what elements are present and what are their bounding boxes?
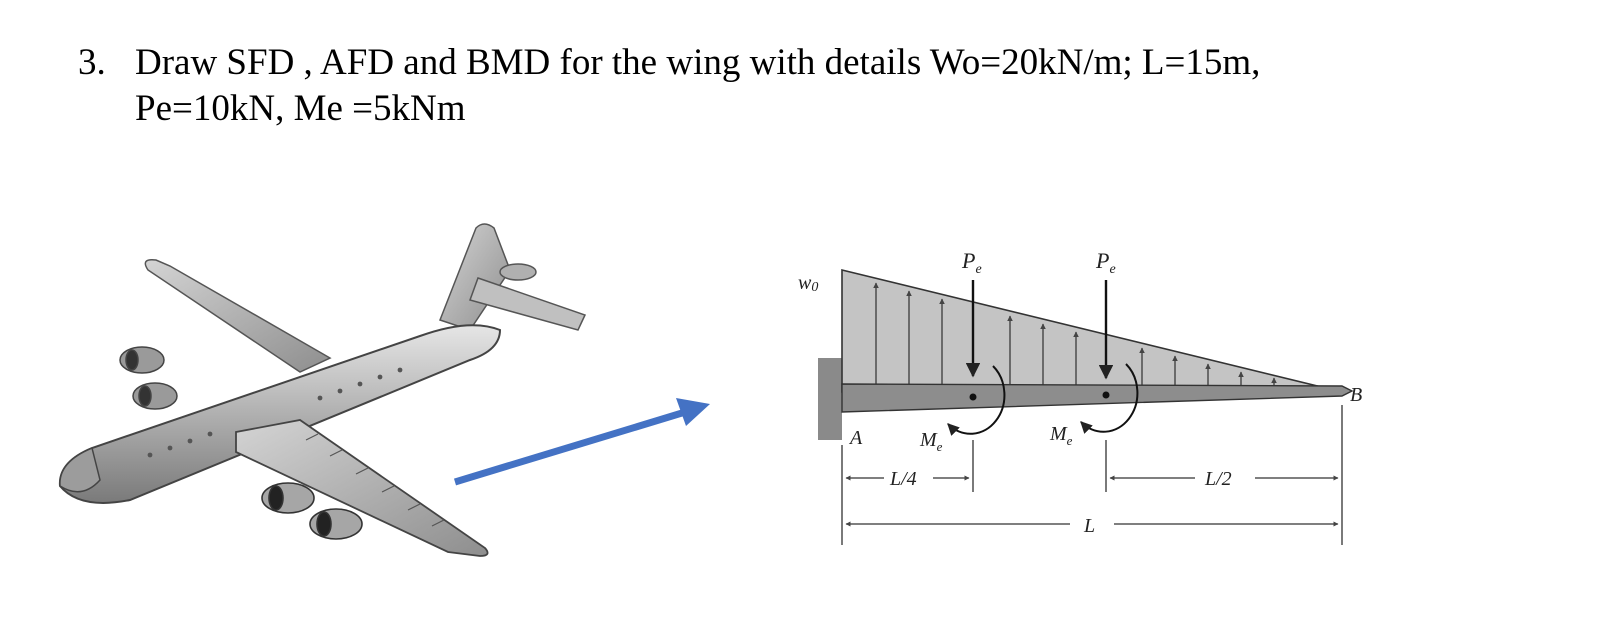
moment-label-2: Me bbox=[1049, 423, 1073, 448]
airplane-tail-fin bbox=[439, 223, 511, 331]
point-b-label: B bbox=[1350, 384, 1362, 406]
airplane-horizontal-tail bbox=[469, 277, 587, 331]
dim-quarter-length: L/4 bbox=[889, 468, 917, 490]
point-load-label-1: Pe bbox=[961, 248, 982, 277]
wing-beam-diagram: w0 Pe Pe Me Me A B L/4 L/2 bbox=[798, 248, 1362, 545]
distributed-load bbox=[841, 268, 1343, 393]
moment-arcs bbox=[947, 363, 1139, 436]
question-text: Draw SFD , AFD and BMD for the wing with… bbox=[135, 40, 1535, 132]
moment-label-1: Me bbox=[919, 429, 943, 454]
load-arrows bbox=[873, 282, 1277, 388]
load-intensity-label: w0 bbox=[798, 272, 818, 295]
airplane-windows bbox=[147, 367, 403, 458]
wing-beam bbox=[841, 383, 1354, 413]
dimension-lines bbox=[841, 405, 1343, 545]
airplane-far-engines bbox=[119, 346, 178, 410]
question-line-1: Draw SFD , AFD and BMD for the wing with… bbox=[135, 42, 1261, 83]
question-number: 3. bbox=[78, 42, 106, 83]
fixed-support bbox=[818, 358, 842, 440]
airplane-near-wing bbox=[235, 419, 489, 557]
point-load-label-2: Pe bbox=[1095, 248, 1116, 277]
airplane-far-wing bbox=[144, 258, 332, 373]
question-line-2: Pe=10kN, Me =5kNm bbox=[135, 88, 466, 129]
dim-total-length: L bbox=[1083, 515, 1095, 537]
point-dots bbox=[969, 391, 1110, 401]
airplane-near-engines bbox=[261, 482, 363, 540]
point-load-arrows bbox=[965, 280, 1114, 380]
question: 3. Draw SFD , AFD and BMD for the wing w… bbox=[78, 40, 1535, 132]
dim-half-length: L/2 bbox=[1204, 468, 1232, 490]
arrow-to-diagram bbox=[453, 398, 710, 486]
point-a-label: A bbox=[848, 427, 863, 449]
airplane-illustration bbox=[58, 223, 587, 557]
